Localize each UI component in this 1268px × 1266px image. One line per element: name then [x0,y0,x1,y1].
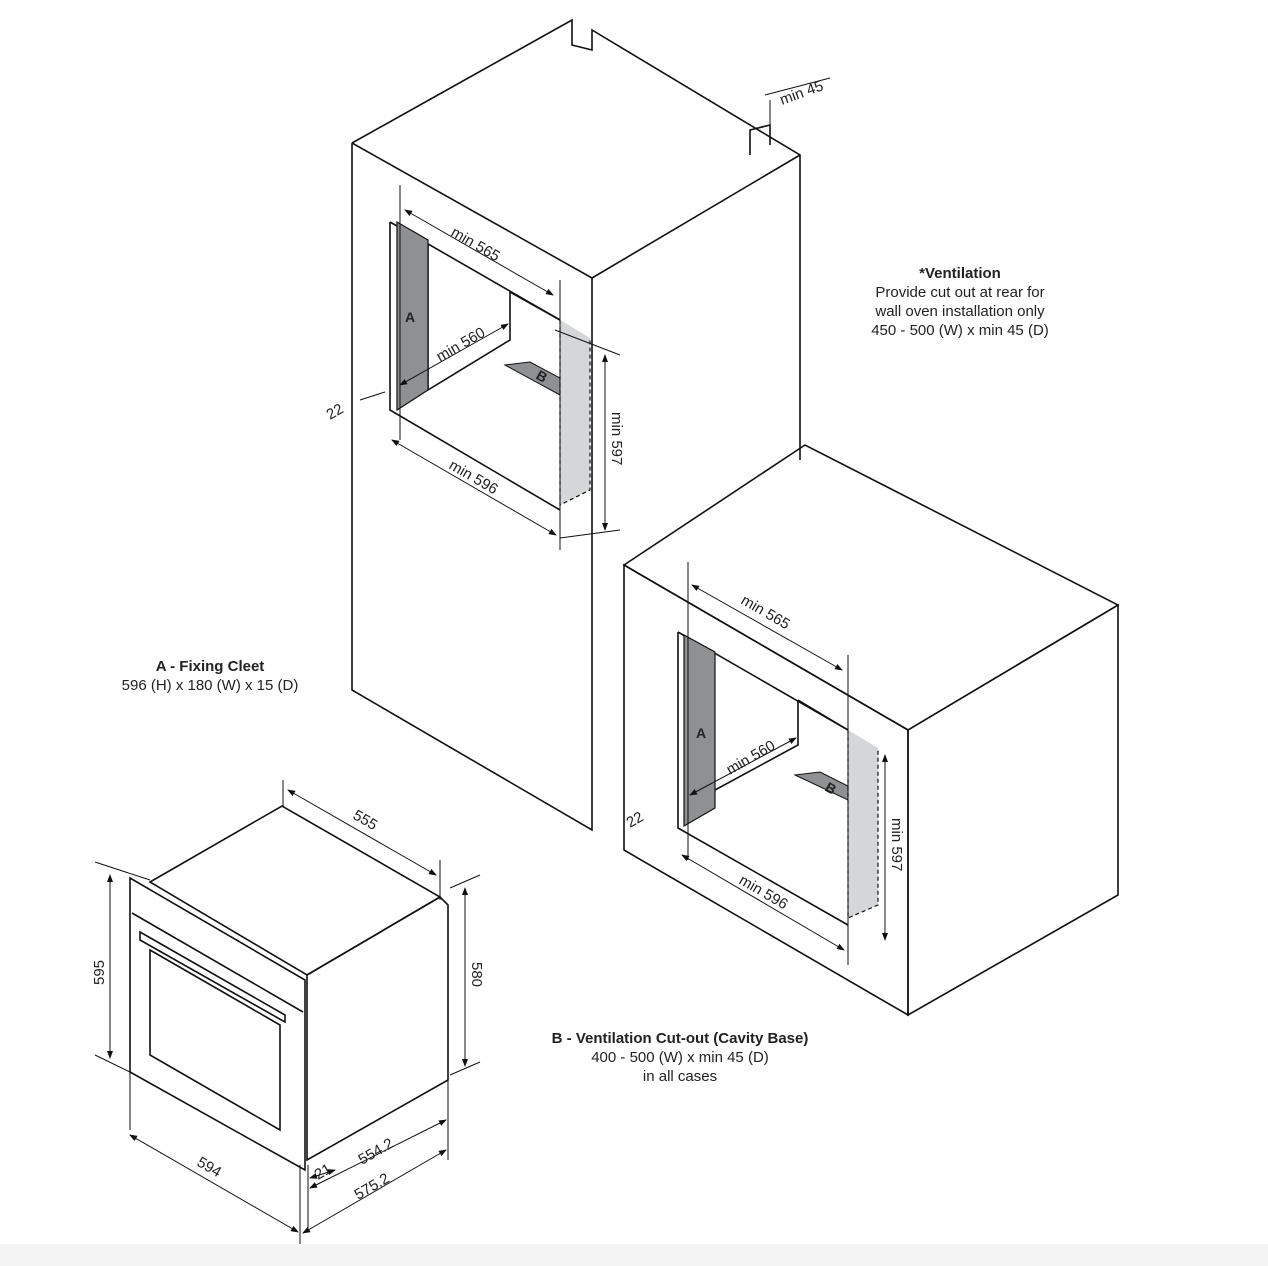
dim-580: 580 [468,962,485,987]
dim-22: 22 [324,400,347,423]
dim-min-596: min 596 [446,457,501,498]
dim-min-560: min 560 [724,737,779,778]
fixing-cleet-note: A - Fixing Cleet 596 (H) x 180 (W) x 15 … [100,657,320,695]
dim-min-45: min 45 [778,77,826,108]
dim-21: 21 [312,1160,335,1183]
label-a: A [696,725,706,741]
vent-cutout-title: B - Ventilation Cut-out (Cavity Base) [551,1030,809,1047]
fixing-cleet-title: A - Fixing Cleet [155,658,265,675]
tall-cabinet [351,18,831,832]
note-line: 400 - 500 (W) x min 45 (D) [591,1049,769,1066]
dim-22: 22 [624,808,647,831]
dim-min-597: min 597 [888,818,905,871]
dim-555: 555 [350,807,380,834]
dim-595: 595 [91,960,108,985]
base-cabinet [622,444,1120,1017]
note-line: wall oven installation only [875,303,1045,320]
ventilation-note: *Ventilation Provide cut out at rear for… [840,264,1080,340]
dim-554-2: 554.2 [356,1135,397,1168]
dim-594: 594 [194,1154,224,1181]
dim-min-597: min 597 [608,412,625,465]
dim-575-2: 575.2 [352,1170,393,1203]
oven [94,780,481,1250]
vent-panel [560,320,590,505]
note-line: in all cases [642,1068,718,1085]
bottom-bar [0,1244,1268,1266]
vent-cutout-b [793,771,849,801]
dim-min-560: min 560 [434,324,489,365]
note-line: Provide cut out at rear for [875,284,1045,301]
note-line: 596 (H) x 180 (W) x 15 (D) [121,677,299,694]
ventilation-title: *Ventilation [919,265,1001,282]
label-a: A [405,309,415,325]
vent-cutout-note: B - Ventilation Cut-out (Cavity Base) 40… [520,1029,840,1086]
dim-min-596: min 596 [736,872,791,913]
vent-cutout-b [503,361,561,396]
dim-min-565: min 565 [448,224,503,265]
note-line: 450 - 500 (W) x min 45 (D) [871,322,1049,339]
vent-panel [848,730,878,918]
